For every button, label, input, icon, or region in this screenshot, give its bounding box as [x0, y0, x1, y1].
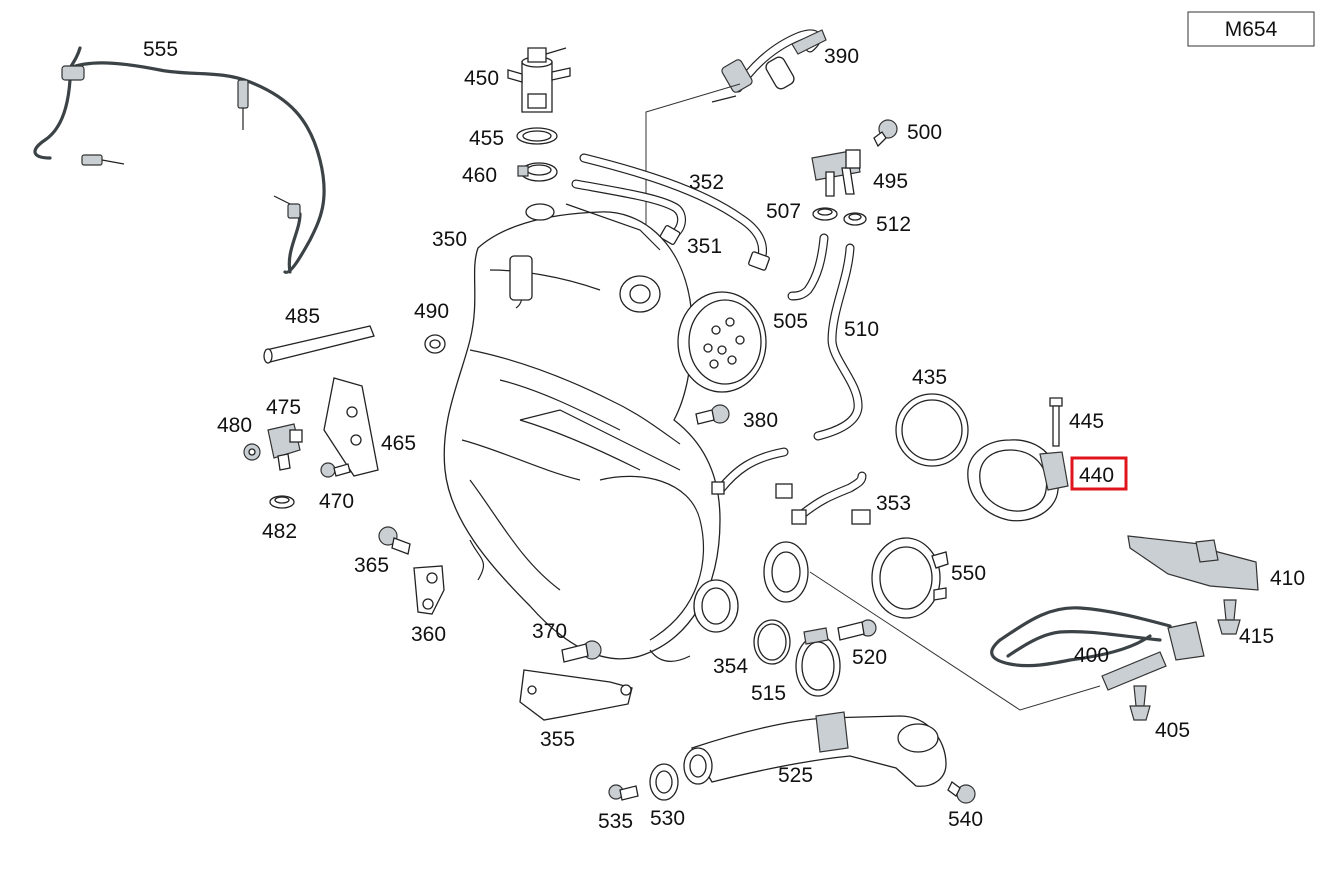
label-415: 415 — [1239, 625, 1274, 648]
label-512: 512 — [876, 213, 911, 236]
part-450-dosing-valve[interactable] — [507, 47, 571, 113]
label-460: 460 — [462, 164, 497, 187]
part-pipe-upper-353 — [711, 447, 793, 499]
label-390: 390 — [824, 45, 859, 68]
part-510-hose[interactable] — [813, 243, 863, 441]
label-475: 475 — [266, 396, 301, 419]
label-550: 550 — [951, 562, 986, 585]
part-455-seal-ring[interactable] — [516, 127, 558, 145]
part-470-bolt[interactable] — [320, 462, 351, 478]
label-445: 445 — [1069, 410, 1104, 433]
label-380: 380 — [743, 409, 778, 432]
part-465-bracket[interactable] — [323, 377, 379, 477]
model-code-label: M654 — [1225, 18, 1278, 41]
label-525: 525 — [778, 764, 813, 787]
label-450: 450 — [464, 67, 499, 90]
part-540-bolt[interactable] — [947, 781, 976, 804]
label-400: 400 — [1074, 644, 1109, 667]
part-535-bolt[interactable] — [608, 784, 639, 801]
label-365: 365 — [354, 554, 389, 577]
part-480-nut[interactable] — [243, 443, 261, 461]
part-365-bolt[interactable] — [378, 526, 411, 555]
label-490: 490 — [414, 300, 449, 323]
part-512-clamp[interactable] — [843, 212, 867, 226]
label-470: 470 — [319, 490, 354, 513]
part-400-nox-sensor[interactable] — [990, 606, 1205, 691]
part-482-clamp[interactable] — [269, 495, 295, 509]
label-405: 405 — [1155, 719, 1190, 742]
part-352-pipe[interactable] — [579, 153, 770, 271]
label-555: 555 — [143, 38, 178, 61]
label-465: 465 — [381, 432, 416, 455]
part-475-sensor[interactable] — [267, 423, 303, 471]
label-360: 360 — [411, 623, 446, 646]
part-500-bolt[interactable] — [873, 119, 898, 148]
label-410: 410 — [1270, 567, 1305, 590]
part-525-exhaust-pipe[interactable] — [683, 711, 947, 787]
label-355: 355 — [540, 728, 575, 751]
part-354-gasket[interactable] — [753, 619, 791, 665]
part-505-hose[interactable] — [787, 233, 829, 301]
label-535: 535 — [598, 810, 633, 833]
label-505: 505 — [773, 310, 808, 333]
part-360-bracket[interactable] — [413, 565, 445, 615]
part-390-nox-sensor[interactable] — [711, 29, 827, 103]
label-540: 540 — [948, 808, 983, 831]
part-515-clamp[interactable] — [795, 627, 841, 697]
model-code-box: M654 — [1187, 11, 1315, 47]
part-350-outlet-flange — [677, 291, 767, 393]
highlight-box-440 — [1070, 456, 1128, 491]
label-500: 500 — [907, 121, 942, 144]
part-353-pipe[interactable] — [791, 471, 871, 525]
part-380-bolt[interactable] — [695, 404, 730, 425]
part-550-gasket[interactable] — [871, 537, 949, 619]
part-350-exhaust-housing[interactable] — [443, 203, 721, 662]
label-510: 510 — [844, 318, 879, 341]
label-440: 440 — [1079, 464, 1114, 487]
part-495-pressure-sensor[interactable] — [811, 149, 861, 197]
part-351-pipe[interactable] — [571, 179, 686, 245]
label-485: 485 — [285, 305, 320, 328]
part-530-gasket[interactable] — [649, 763, 679, 801]
label-350: 350 — [432, 228, 467, 251]
part-460-clamp[interactable] — [517, 162, 558, 182]
part-435-gasket[interactable] — [895, 393, 969, 467]
part-350-lower-outlet — [693, 541, 809, 633]
part-415-bolt[interactable] — [1217, 599, 1241, 635]
part-370-bolt[interactable] — [561, 640, 602, 663]
part-490-clamp[interactable] — [424, 334, 446, 354]
label-354: 354 — [713, 655, 748, 678]
label-351: 351 — [687, 235, 722, 258]
label-530: 530 — [650, 807, 685, 830]
part-405-bolt[interactable] — [1129, 685, 1151, 721]
leader-400 — [809, 571, 1101, 711]
part-410-bracket[interactable] — [1127, 535, 1259, 591]
label-352: 352 — [689, 171, 724, 194]
label-507: 507 — [766, 200, 801, 223]
part-555-temperature-sensor-harness[interactable] — [33, 46, 326, 274]
label-370: 370 — [532, 620, 567, 643]
label-353: 353 — [876, 492, 911, 515]
part-440-vband-clamp[interactable] — [967, 439, 1069, 522]
part-485-pipe[interactable] — [263, 325, 375, 364]
part-445-bolt[interactable] — [1049, 397, 1063, 447]
part-355-bracket[interactable] — [519, 669, 633, 721]
label-515: 515 — [751, 682, 786, 705]
label-480: 480 — [217, 414, 252, 437]
label-435: 435 — [912, 366, 947, 389]
label-455: 455 — [469, 127, 504, 150]
label-482: 482 — [262, 520, 297, 543]
label-495: 495 — [873, 170, 908, 193]
label-520: 520 — [852, 646, 887, 669]
part-520-bolt[interactable] — [837, 619, 877, 641]
part-507-clamp[interactable] — [812, 207, 838, 221]
